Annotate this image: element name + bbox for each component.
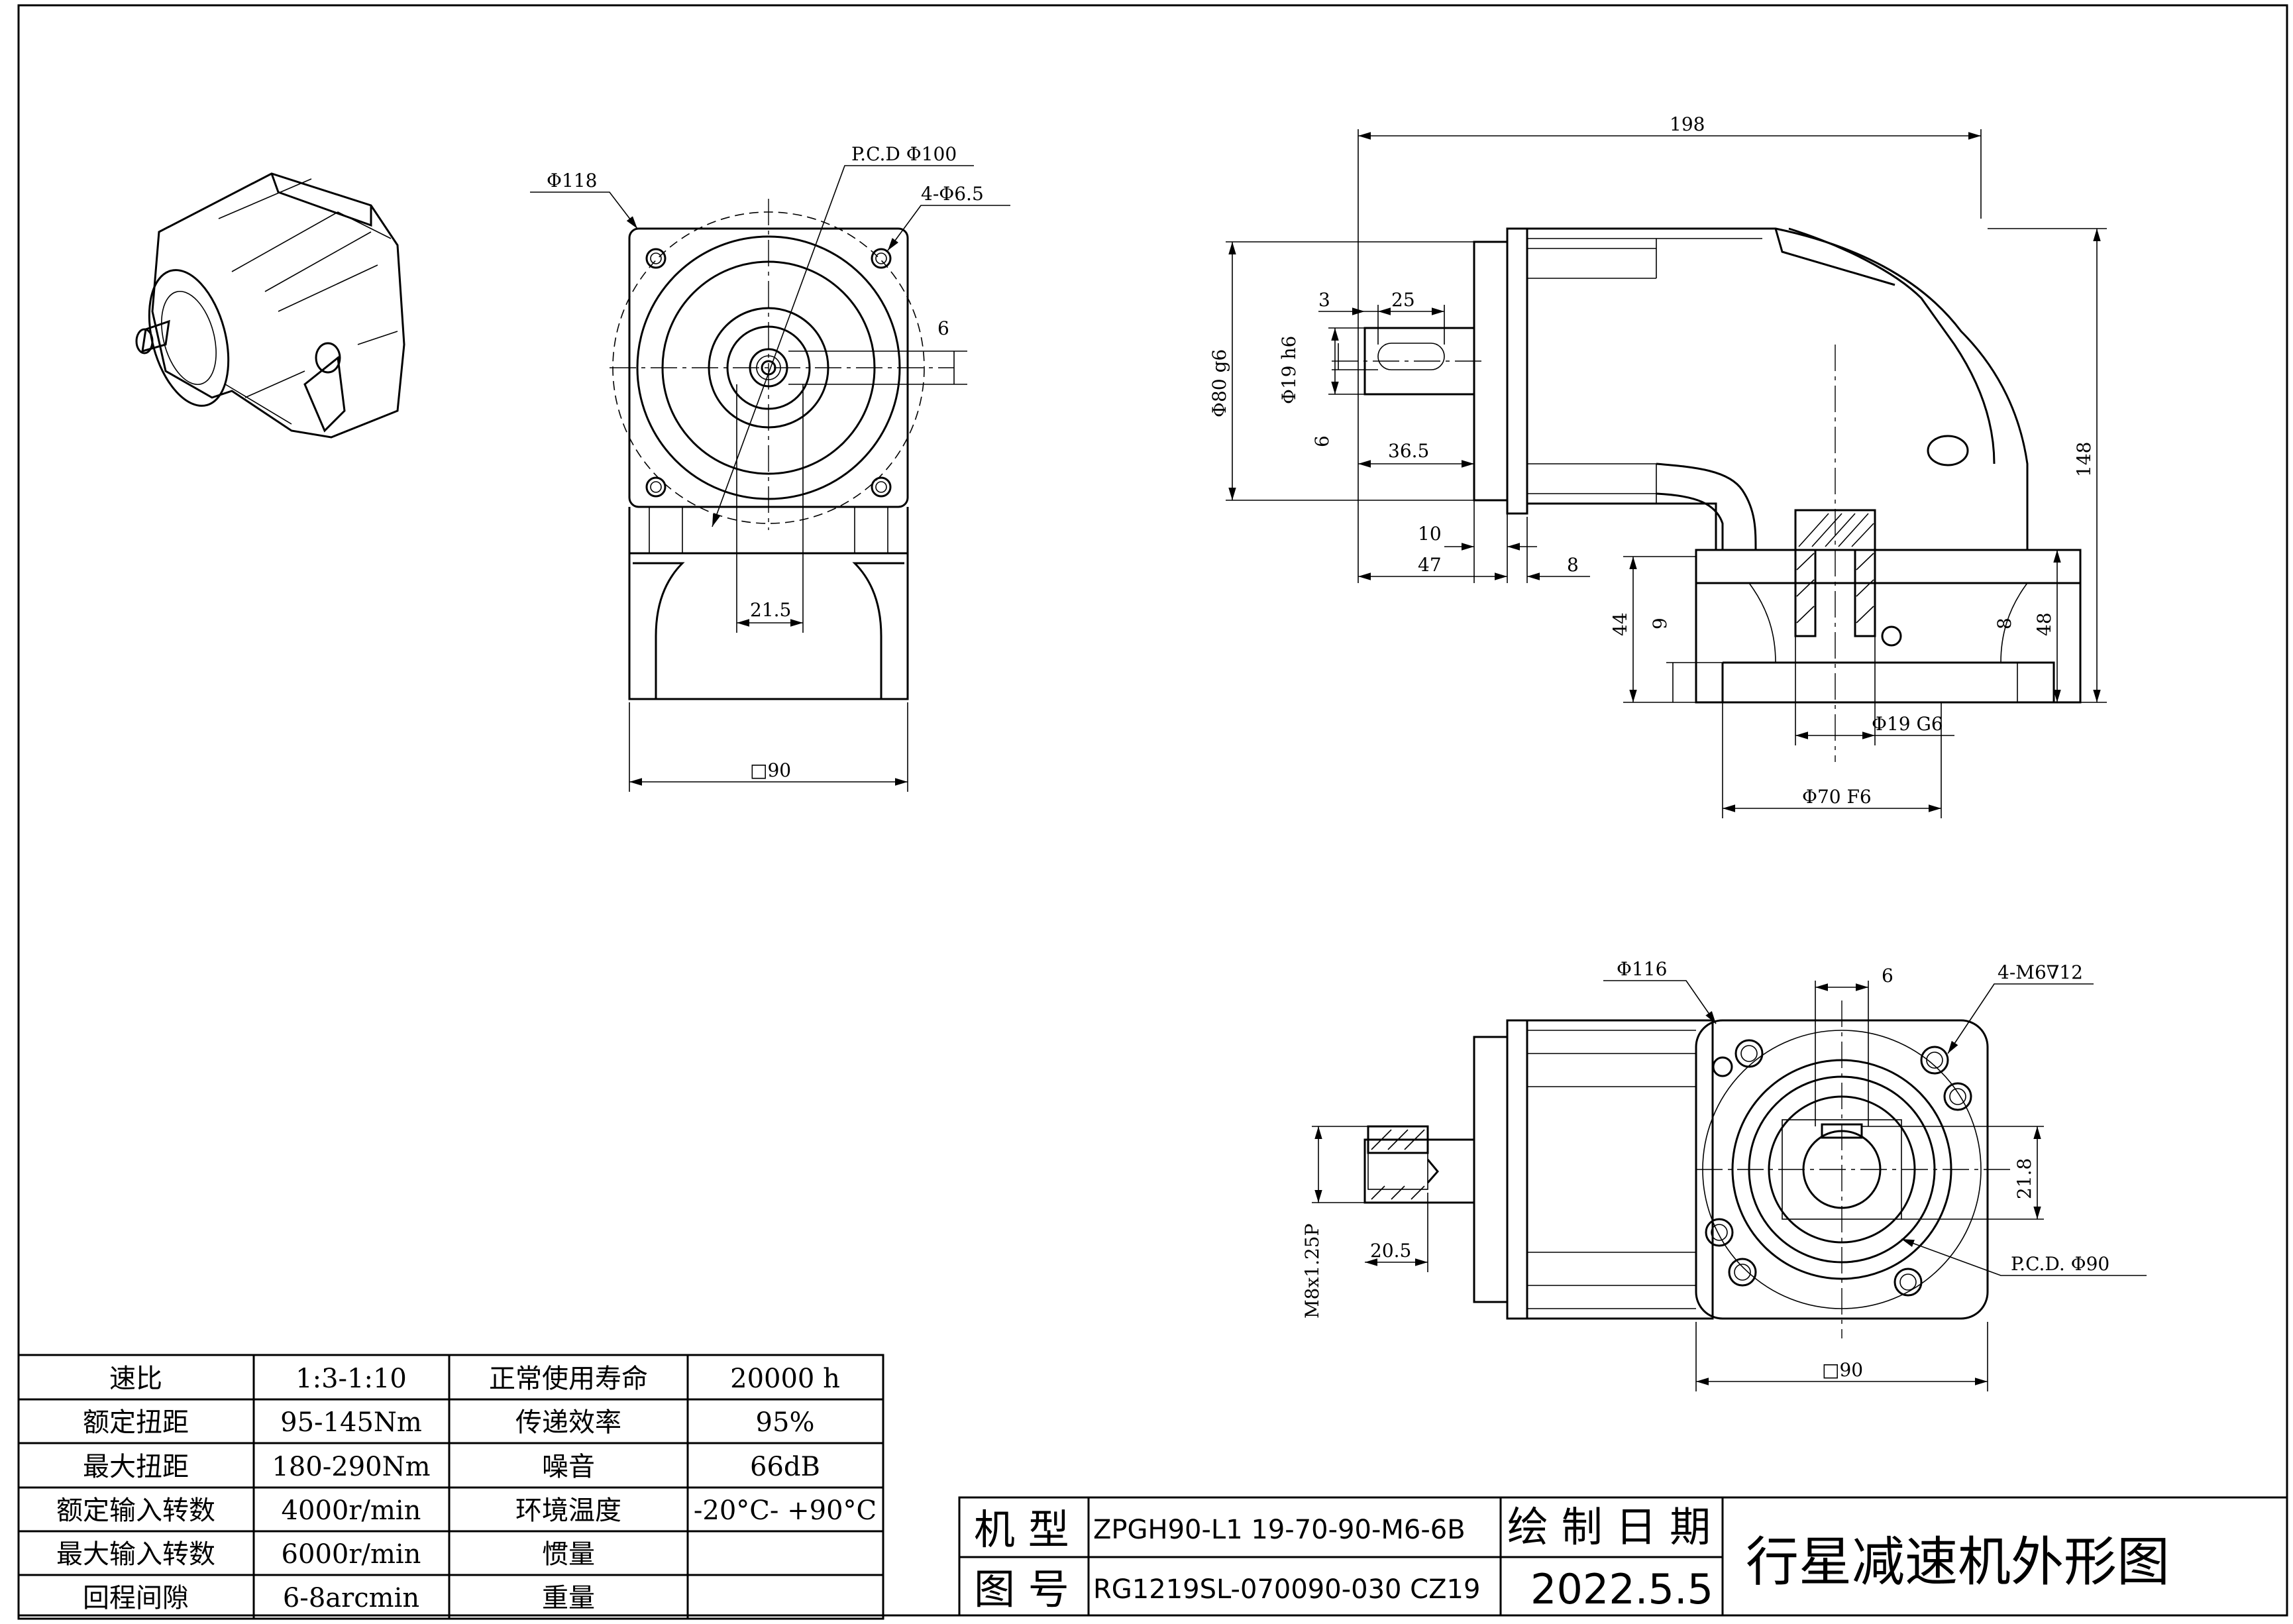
side-bore-label: Φ19 G6 (1872, 713, 1943, 735)
spec-key-1: 额定扭距 (83, 1407, 189, 1438)
side-length8-label: 8 (1567, 554, 1579, 576)
spec-val-1: 1:3-1:10 (295, 1364, 407, 1394)
hatched-bore (1794, 509, 1902, 647)
bottom-pcd-label: P.C.D. Φ90 (2011, 1253, 2109, 1275)
spec-key-2: 惯量 (542, 1539, 595, 1570)
spec-key-2: 环境温度 (515, 1495, 621, 1526)
tap-hole-group (1705, 1039, 1972, 1297)
model-value: ZPGH90-L1 19-70-90-M6-6B (1093, 1515, 1466, 1545)
spec-key-1: 速比 (109, 1364, 162, 1394)
spec-val-1: 6000r/min (282, 1539, 421, 1570)
drawing-number-value: RG1219SL-070090-030 CZ19 (1093, 1574, 1480, 1605)
spec-val-2: 20000 h (730, 1364, 840, 1394)
bottom-key-depth-label: 21.8 (2013, 1158, 2035, 1199)
side-height8-label: 8 (1994, 618, 2015, 629)
spec-key-2: 噪音 (542, 1452, 595, 1482)
side-total-length-label: 198 (1670, 113, 1705, 135)
isometric-view (135, 172, 405, 439)
date-key: 绘 制 日 期 (1507, 1503, 1711, 1551)
spec-key-1: 回程间隙 (83, 1583, 189, 1613)
model-key: 机 型 (974, 1505, 1069, 1554)
drawing-title: 行星减速机外形图 (1746, 1531, 2170, 1593)
spec-table: 速比 1:3-1:10 正常使用寿命 20000 h 额定扭距 95-145Nm… (17, 1354, 884, 1620)
side-shaft-length-label: 36.5 (1388, 440, 1429, 462)
side-height44-label: 44 (1609, 612, 1631, 636)
spec-val-1: 4000r/min (282, 1495, 421, 1526)
spec-key-1: 最大扭距 (83, 1452, 189, 1482)
spec-val-2: 95% (756, 1407, 815, 1438)
front-pcd-label: P.C.D Φ100 (851, 143, 957, 165)
bottom-dia-label: Φ116 (1617, 958, 1667, 980)
side-shaft-label: Φ19 h6 (1278, 336, 1300, 404)
spec-val-2: 66dB (750, 1452, 820, 1482)
bottom-tap-label: 4-M6∇12 (1998, 961, 2083, 983)
spec-val-2: -20°C- +90°C (694, 1495, 877, 1526)
side-bottom-pilot-label: Φ70 F6 (1802, 786, 1872, 808)
front-key-width-label: 6 (937, 317, 949, 339)
spec-key-1: 最大输入转数 (56, 1539, 215, 1570)
side-pilot-label: Φ80 g6 (1208, 349, 1230, 417)
bolt-hole-group (645, 248, 892, 498)
front-square-label: □90 (750, 759, 791, 781)
spec-val-1: 95-145Nm (280, 1407, 422, 1438)
bottom-square-label: □90 (1822, 1359, 1863, 1381)
side-height9-label: 9 (1649, 618, 1671, 629)
title-block: 机 型 ZPGH90-L1 19-70-90-M6-6B 图 号 RG1219S… (958, 1496, 2288, 1617)
bottom-view: M8x1.25P 20.5 Φ116 6 4-M6∇12 21.8 P.C.D.… (1301, 958, 2147, 1391)
spec-key-1: 额定输入转数 (56, 1495, 215, 1526)
side-length47-label: 47 (1418, 554, 1442, 576)
bottom-thread-label: M8x1.25P (1301, 1224, 1323, 1319)
spec-key-2: 重量 (542, 1583, 595, 1613)
side-key-length-label: 25 (1391, 289, 1415, 311)
front-key-height-label: 21.5 (750, 599, 791, 621)
side-height148-label: 148 (2073, 442, 2095, 477)
spec-val-1: 180-290Nm (272, 1452, 430, 1482)
front-bolt-holes-label: 4-Φ6.5 (921, 183, 984, 205)
side-height48-label: 48 (2033, 612, 2055, 636)
side-shoulder-label: 3 (1318, 289, 1330, 311)
side-key-w-label: 6 (1311, 435, 1333, 447)
bottom-thread-len-label: 20.5 (1370, 1240, 1411, 1262)
bottom-key-label: 6 (1882, 965, 1893, 987)
front-view: □90 21.5 6 Φ118 P.C.D Φ100 4-Φ6.5 (530, 143, 1010, 792)
spec-key-2: 传递效率 (515, 1407, 621, 1438)
front-flange-dia-label: Φ118 (547, 170, 597, 191)
drawing-number-key: 图 号 (974, 1565, 1069, 1613)
side-view: 198 3 25 36.5 10 47 8 Φ80 g6 Φ19 h6 6 (1208, 113, 2107, 818)
date-value: 2022.5.5 (1530, 1565, 1713, 1613)
spec-key-2: 正常使用寿命 (489, 1364, 648, 1394)
side-flange-thk-label: 10 (1418, 523, 1442, 545)
spec-val-1: 6-8arcmin (283, 1583, 419, 1613)
